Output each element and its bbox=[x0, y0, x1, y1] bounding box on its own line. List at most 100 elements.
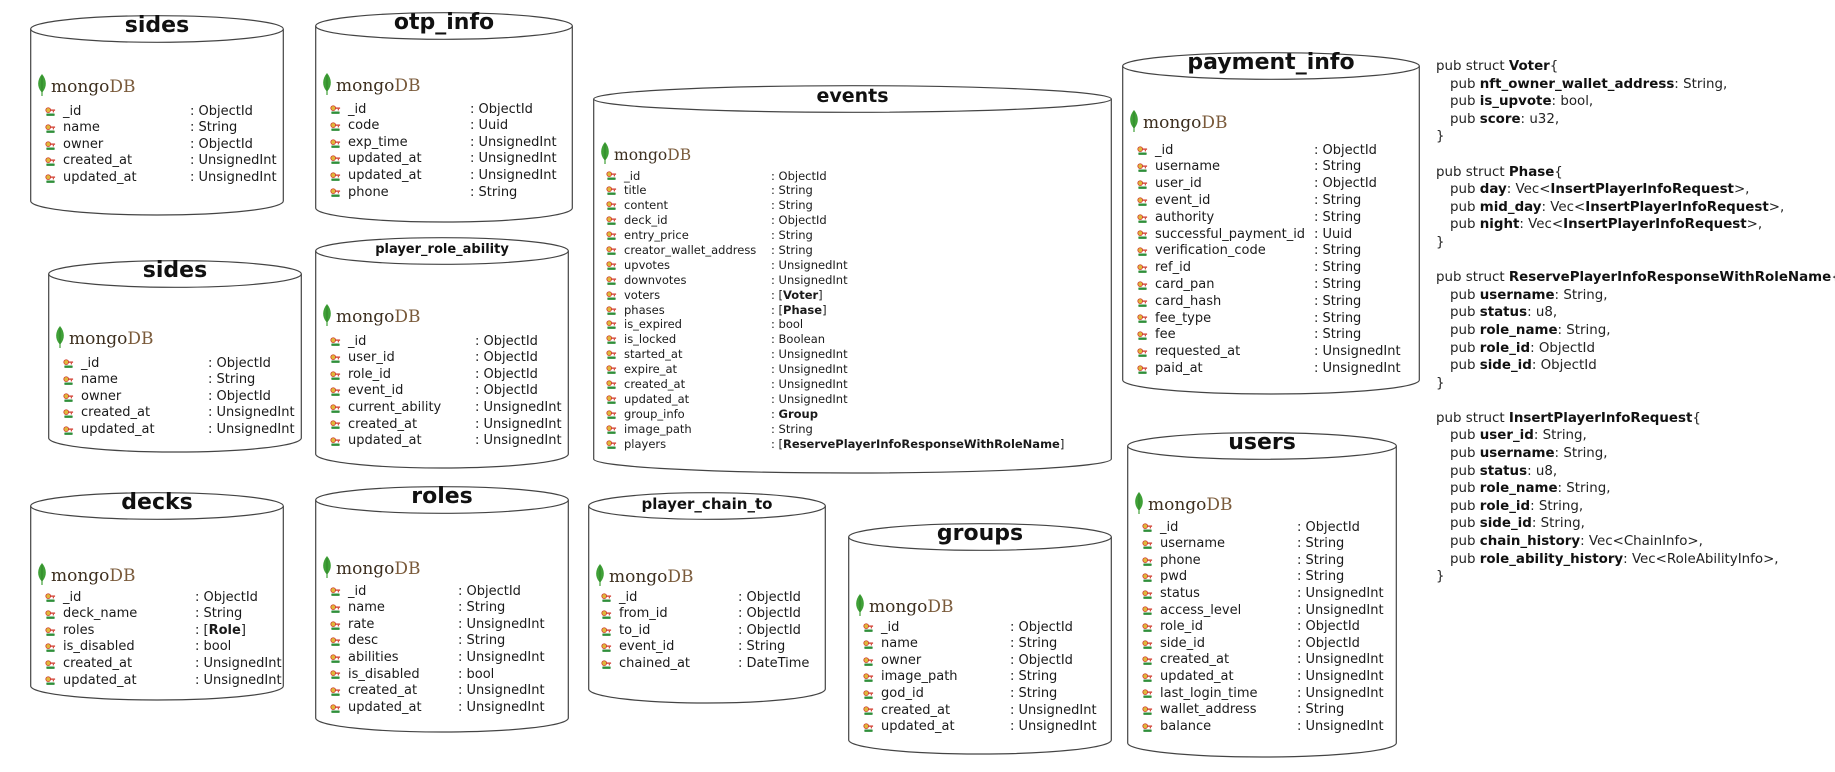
mongodb-logo: mongoDB bbox=[1128, 110, 1228, 132]
field-row: card_hash: String bbox=[1122, 294, 1420, 311]
mongodb-wordmark: mongoDB bbox=[336, 309, 421, 326]
struct-block: pub struct InsertPlayerInfoRequest{pub u… bbox=[1436, 410, 1835, 586]
field-name: _id bbox=[81, 355, 100, 371]
key-icon bbox=[45, 593, 56, 603]
mongodb-leaf-icon bbox=[856, 594, 864, 616]
field-name: updated_at bbox=[348, 699, 422, 715]
key-icon bbox=[1137, 247, 1148, 257]
collection-sides-2: sides mongoDB _id: ObjectId name: String… bbox=[48, 258, 302, 453]
field-name: created_at bbox=[63, 153, 133, 169]
mongodb-leaf-icon bbox=[38, 74, 46, 96]
mongodb-wordmark-db: DB bbox=[1201, 113, 1228, 133]
field-name: owner bbox=[881, 652, 922, 668]
collection-title: decks bbox=[121, 490, 193, 516]
field-name: fee_type bbox=[1155, 310, 1212, 326]
field-row: is_locked: Boolean bbox=[593, 332, 1112, 347]
struct-field-name: mid_day bbox=[1479, 199, 1542, 215]
key-icon bbox=[45, 107, 56, 117]
struct-field-line: pub night: Vec<InsertPlayerInfoRequest>, bbox=[1436, 216, 1835, 234]
field-row: username: String bbox=[1122, 159, 1420, 176]
field-name: requested_at bbox=[1155, 344, 1241, 360]
field-type: : String bbox=[458, 633, 506, 649]
field-name: updated_at bbox=[63, 672, 137, 688]
field-type-prefix: : [ bbox=[771, 436, 784, 451]
field-row: event_id: String bbox=[1122, 193, 1420, 210]
struct-field-pub: pub bbox=[1450, 358, 1480, 374]
mongodb-wordmark-mongo: mongo bbox=[1148, 495, 1207, 515]
field-type: : UnsignedInt bbox=[475, 433, 562, 449]
struct-field-pub: pub bbox=[1450, 340, 1480, 356]
struct-field-line: pub status: u8, bbox=[1436, 304, 1835, 322]
field-name: user_id bbox=[348, 350, 395, 366]
key-icon bbox=[330, 188, 341, 198]
field-type: : ObjectId bbox=[738, 589, 801, 605]
struct-field-line: pub nft_owner_wallet_address: String, bbox=[1436, 76, 1835, 94]
struct-header: pub struct ReservePlayerInfoResponseWith… bbox=[1436, 269, 1835, 287]
field-row: is_expired: bool bbox=[593, 317, 1112, 332]
field-name: is_disabled bbox=[63, 639, 135, 655]
field-type: : ObjectId bbox=[475, 333, 538, 349]
field-name: _id bbox=[1155, 142, 1174, 158]
cylinder-shape bbox=[588, 492, 826, 704]
field-name: authority bbox=[1155, 209, 1215, 225]
key-icon bbox=[45, 174, 56, 183]
field-row: deck_id: ObjectId bbox=[593, 213, 1112, 228]
field-type: : UnsignedInt bbox=[1297, 602, 1384, 618]
struct-field-name: day bbox=[1479, 182, 1507, 198]
field-type: : String bbox=[1314, 159, 1362, 175]
struct-field-line: pub user_id: String, bbox=[1436, 427, 1835, 445]
field-type: : String bbox=[195, 606, 243, 622]
struct-block: pub struct ReservePlayerInfoResponseWith… bbox=[1436, 269, 1835, 392]
key-icon bbox=[45, 610, 56, 619]
struct-field-pub: pub bbox=[1450, 199, 1480, 215]
field-row: abilities: UnsignedInt bbox=[315, 650, 569, 667]
field-name: card_pan bbox=[1155, 276, 1215, 292]
field-name: title bbox=[624, 183, 647, 198]
field-type: : ObjectId bbox=[458, 583, 521, 599]
field-type: : Boolean bbox=[771, 332, 826, 347]
field-row: _id: ObjectId bbox=[315, 102, 573, 119]
key-icon bbox=[863, 640, 874, 649]
key-icon bbox=[63, 426, 74, 435]
struct-field-line: pub role_ability_history: Vec<RoleAbilit… bbox=[1436, 551, 1835, 569]
key-icon bbox=[601, 593, 612, 603]
struct-field-type: : String, bbox=[1533, 428, 1587, 444]
field-row: fee_type: String bbox=[1122, 311, 1420, 328]
struct-field-pub: pub bbox=[1450, 76, 1480, 92]
key-icon bbox=[1142, 573, 1153, 583]
field-type-reference: Role bbox=[208, 622, 241, 638]
field-name: paid_at bbox=[1155, 360, 1203, 376]
struct-field-type: : String, bbox=[1557, 481, 1611, 497]
key-icon bbox=[606, 424, 617, 434]
mongodb-wordmark-db: DB bbox=[394, 307, 421, 327]
field-type: : UnsignedInt bbox=[208, 405, 295, 421]
field-row: _id: ObjectId bbox=[30, 104, 284, 121]
struct-field-name: side_id bbox=[1479, 516, 1532, 532]
field-name: _id bbox=[63, 589, 82, 605]
field-type: : UnsignedInt bbox=[208, 422, 295, 438]
struct-field-type-end: >, bbox=[1768, 199, 1785, 215]
key-icon bbox=[330, 604, 341, 613]
cylinder-shape bbox=[848, 523, 1112, 755]
field-row: wallet_address: String bbox=[1127, 702, 1397, 719]
field-row: updated_at: UnsignedInt bbox=[315, 700, 569, 717]
field-name: ref_id bbox=[1155, 260, 1191, 276]
field-name: verification_code bbox=[1155, 243, 1266, 259]
field-name: created_at bbox=[881, 702, 951, 718]
struct-close-brace: } bbox=[1436, 569, 1445, 585]
field-type: : UnsignedInt bbox=[1314, 360, 1401, 376]
field-type: : UnsignedInt bbox=[1314, 344, 1401, 360]
field-type: : String bbox=[208, 372, 256, 388]
struct-field-type: : Vec< bbox=[1519, 217, 1564, 233]
field-type: : bool bbox=[458, 666, 495, 682]
field-name: side_id bbox=[1160, 635, 1205, 651]
struct-field-name: role_id bbox=[1479, 498, 1531, 514]
key-icon bbox=[863, 657, 874, 666]
struct-name: Phase bbox=[1508, 164, 1555, 180]
field-name: god_id bbox=[881, 686, 924, 702]
field-type: : UnsignedInt bbox=[195, 656, 282, 672]
struct-header: pub struct Phase{ bbox=[1436, 164, 1835, 182]
field-type: : bool bbox=[771, 317, 804, 332]
struct-field-generic: InsertPlayerInfoRequest bbox=[1563, 217, 1747, 233]
field-name: chained_at bbox=[619, 656, 691, 672]
